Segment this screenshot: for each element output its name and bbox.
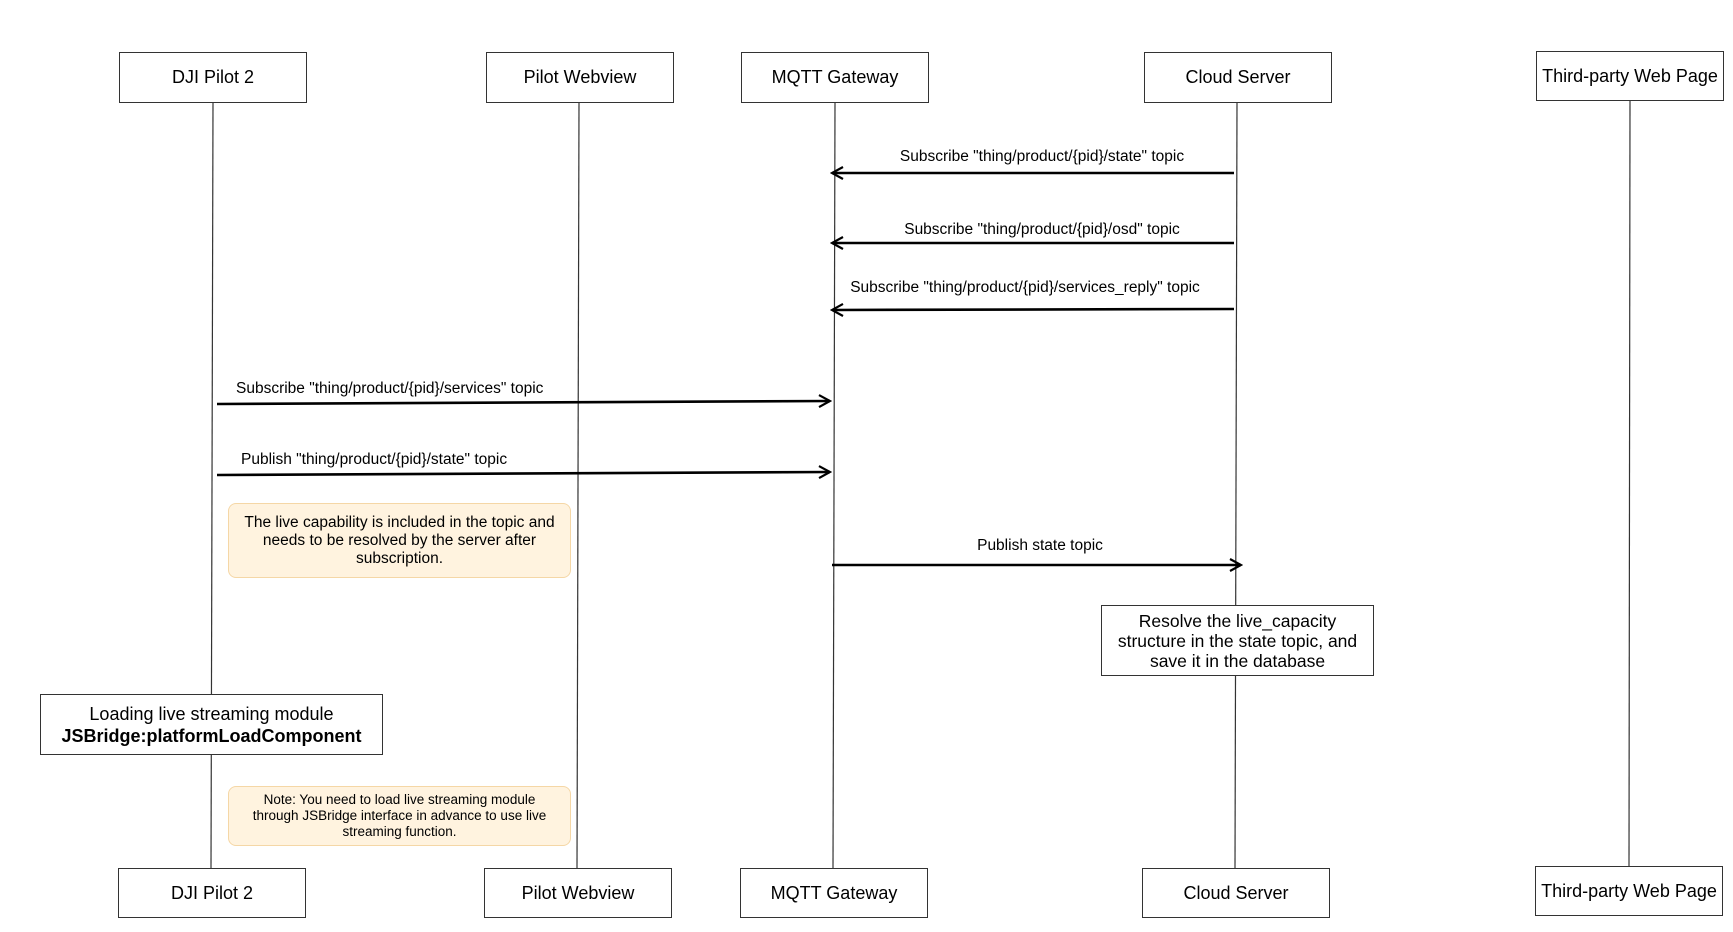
lifeline-webview	[576, 102, 580, 869]
lifeline-cloud	[1234, 102, 1238, 869]
process-resolve: Resolve the live_capacity structure in t…	[1101, 605, 1374, 676]
process-loading-module: Loading live streaming module JSBridge:p…	[40, 694, 383, 755]
actor-bottom-cloud: Cloud Server	[1142, 868, 1330, 918]
process-loading-line2: JSBridge:platformLoadComponent	[61, 725, 362, 746]
actor-top-cloud: Cloud Server	[1144, 52, 1332, 103]
message-label-5: Publish "thing/product/{pid}/state" topi…	[241, 451, 508, 468]
actor-top-webview: Pilot Webview	[486, 52, 674, 103]
actor-bottom-thirdparty: Third-party Web Page	[1535, 866, 1723, 916]
note-live-capability: The live capability is included in the t…	[228, 503, 571, 578]
actor-bottom-mqtt: MQTT Gateway	[740, 868, 928, 918]
message-label-4: Subscribe "thing/product/{pid}/services"…	[236, 380, 544, 397]
note-live-capability-text: The live capability is included in the t…	[244, 513, 555, 567]
lifeline-thirdparty	[1628, 100, 1631, 867]
message-arrow-4	[216, 401, 830, 404]
actor-bottom-webview: Pilot Webview	[484, 868, 672, 918]
actor-top-mqtt: MQTT Gateway	[741, 52, 929, 103]
message-label-6: Publish state topic	[977, 537, 1103, 554]
note-load-module: Note: You need to load live streaming mo…	[228, 786, 571, 846]
message-label-2: Subscribe "thing/product/{pid}/osd" topi…	[904, 221, 1180, 238]
message-label-3: Subscribe "thing/product/{pid}/services_…	[850, 279, 1200, 296]
actor-top-thirdparty: Third-party Web Page	[1536, 51, 1724, 101]
lifeline-mqtt	[832, 102, 836, 869]
message-label-1: Subscribe "thing/product/{pid}/state" to…	[899, 148, 1185, 165]
message-arrow-3	[832, 309, 1235, 310]
note-load-module-text: Note: You need to load live streaming mo…	[252, 792, 547, 839]
actor-top-pilot: DJI Pilot 2	[119, 52, 307, 103]
message-arrow-5	[216, 472, 830, 475]
process-resolve-text: Resolve the live_capacity structure in t…	[1117, 610, 1358, 671]
process-loading-line1: Loading live streaming module	[89, 703, 334, 724]
actor-bottom-pilot: DJI Pilot 2	[118, 868, 306, 918]
